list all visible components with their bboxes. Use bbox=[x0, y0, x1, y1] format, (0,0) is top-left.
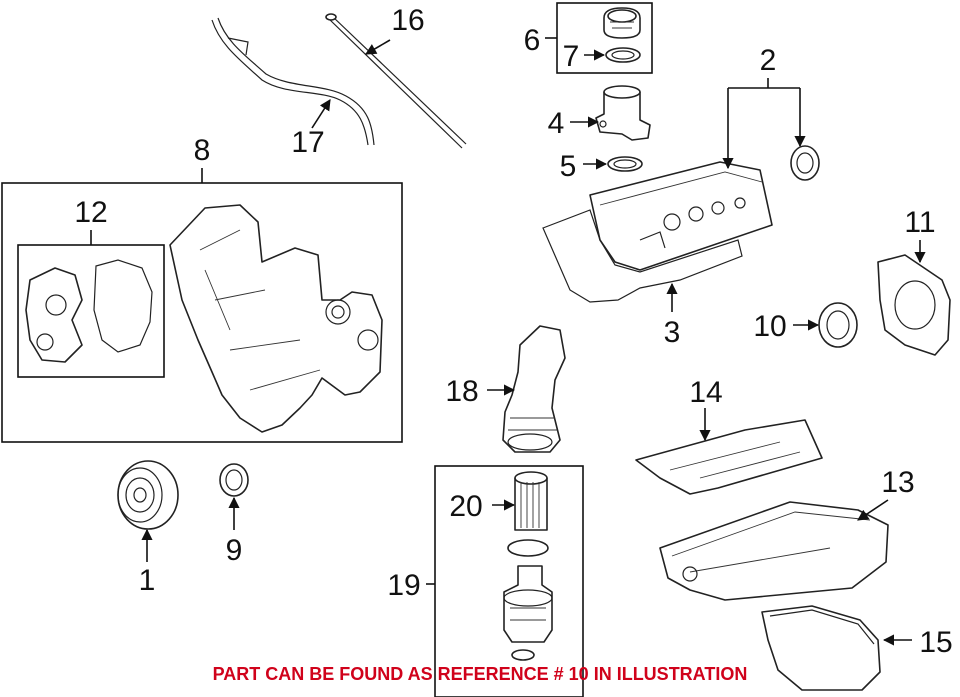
part-19-filter-seal bbox=[507, 539, 549, 557]
callout-9: 9 bbox=[226, 534, 243, 567]
callout-18: 18 bbox=[445, 375, 478, 408]
part-9-front-seal bbox=[219, 463, 249, 497]
leader-17 bbox=[311, 99, 331, 129]
callout-5: 5 bbox=[560, 150, 577, 183]
callout-17: 17 bbox=[291, 126, 324, 159]
part-2-valve-cover bbox=[589, 161, 773, 271]
callout-7: 7 bbox=[563, 40, 580, 73]
leader-13 bbox=[857, 499, 889, 521]
part-18-filter-housing bbox=[502, 325, 566, 453]
callout-6: 6 bbox=[524, 24, 541, 57]
part-12-water-pump-gasket bbox=[93, 259, 153, 353]
part-2-seal bbox=[790, 145, 820, 181]
part-15-lower-oil-pan bbox=[761, 605, 881, 691]
callout-14: 14 bbox=[689, 376, 722, 409]
callout-1: 1 bbox=[139, 564, 156, 597]
callout-19: 19 bbox=[387, 569, 420, 602]
part-19-cap-o-ring bbox=[511, 649, 535, 661]
part-11-rear-cover bbox=[877, 254, 951, 356]
part-3-gasket bbox=[542, 209, 743, 303]
part-1-crank-pulley bbox=[117, 460, 179, 530]
part-4-filler-neck bbox=[595, 85, 651, 141]
part-19-filter-cap bbox=[503, 565, 553, 643]
callout-2: 2 bbox=[760, 44, 777, 77]
part-16-dipstick bbox=[325, 13, 467, 149]
part-20-oil-filter bbox=[514, 471, 548, 531]
part-17-dipstick-tube bbox=[211, 17, 375, 146]
callout-11: 11 bbox=[904, 206, 935, 239]
footer-note: PART CAN BE FOUND AS REFERENCE # 10 IN I… bbox=[212, 664, 748, 684]
part-7-cap-seal bbox=[605, 47, 641, 63]
part-6-filler-cap bbox=[603, 7, 641, 39]
callout-16: 16 bbox=[391, 4, 424, 37]
callout-15: 15 bbox=[919, 626, 952, 659]
part-13-upper-oil-pan bbox=[659, 501, 889, 601]
part-14-baffle bbox=[635, 419, 823, 495]
part-10-rear-seal bbox=[818, 302, 858, 348]
callout-13: 13 bbox=[881, 466, 914, 499]
part-8-timing-cover bbox=[169, 204, 383, 433]
callout-12: 12 bbox=[74, 196, 107, 229]
callout-3: 3 bbox=[664, 316, 681, 349]
group-box-19 bbox=[434, 465, 584, 697]
callout-8: 8 bbox=[194, 134, 211, 167]
callout-20: 20 bbox=[449, 490, 482, 523]
part-12-water-pump bbox=[25, 267, 83, 363]
leader-16 bbox=[365, 39, 391, 55]
callout-4: 4 bbox=[548, 107, 565, 140]
part-5-o-ring bbox=[607, 156, 643, 172]
callout-10: 10 bbox=[753, 310, 786, 343]
